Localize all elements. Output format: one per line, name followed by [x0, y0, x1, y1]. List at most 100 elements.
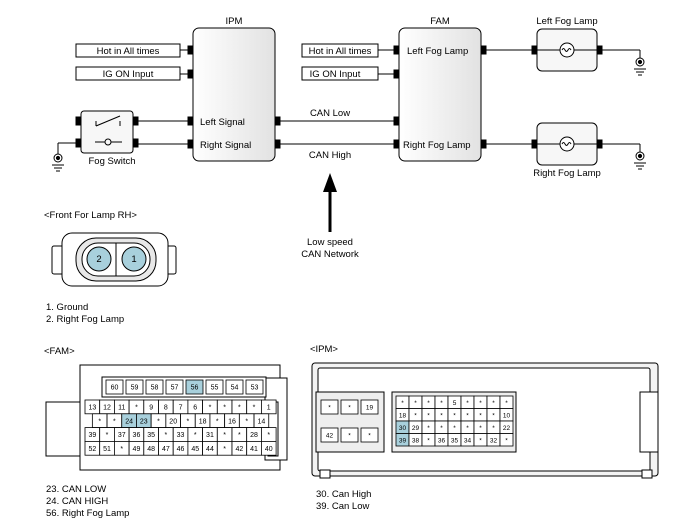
- connector-pin: 46: [172, 440, 189, 456]
- pin-number: *: [106, 432, 109, 439]
- pin-number: *: [98, 418, 101, 425]
- fam-ig-label: IG ON Input: [310, 69, 361, 80]
- connector-pin: *: [231, 427, 248, 442]
- pin-number: 13: [88, 405, 96, 412]
- pin-number: 29: [412, 425, 420, 432]
- pin-number: *: [453, 412, 456, 419]
- connector-pin: 36: [434, 433, 449, 447]
- connector-pin: 57: [165, 379, 184, 395]
- connector-pin: *: [158, 427, 174, 442]
- wiring-labels: IPM FAM Left Fog Lamp Right Fog Lamp Hot…: [89, 16, 601, 260]
- connector-pin: *: [499, 395, 514, 409]
- pin-number: 9: [149, 405, 153, 412]
- connector-pin: 16: [224, 413, 240, 428]
- connector-pin: 18: [395, 408, 410, 422]
- fam-title: FAM: [430, 16, 450, 27]
- connector-pin: *: [216, 440, 233, 456]
- pin-number: *: [479, 400, 482, 407]
- pin-number: 19: [366, 405, 374, 412]
- pin-number: *: [253, 405, 256, 412]
- pin-number: *: [427, 437, 430, 444]
- connector-pin: *: [421, 408, 436, 422]
- pin-number: 5: [453, 400, 457, 407]
- connector-pin: 41: [246, 440, 262, 456]
- pin-number: 39: [88, 432, 96, 439]
- connector-pin: 20: [165, 413, 181, 428]
- pin-number: *: [427, 412, 430, 419]
- fam-hot-label: Hot in All times: [309, 46, 372, 57]
- pin-number: *: [223, 405, 226, 412]
- pin-number: *: [328, 405, 331, 412]
- pin-number: *: [414, 412, 417, 419]
- connector-pin: 59: [125, 379, 144, 395]
- connector-pin: *: [473, 408, 488, 422]
- connector-pin: 44: [202, 440, 218, 456]
- connector-pin: *: [231, 399, 248, 415]
- connector-pin: *: [408, 395, 423, 409]
- fog-switch: [75, 110, 139, 154]
- front-connector: <Front For Lamp RH> 2 1 1. Ground 2. Rig…: [44, 210, 177, 325]
- connector-pin: *: [408, 408, 423, 422]
- connector-pin: 35: [447, 433, 462, 447]
- connector-pin: *: [320, 399, 339, 415]
- can-low-label: CAN Low: [310, 108, 350, 119]
- pin-number: 35: [451, 437, 459, 444]
- pin-number: 18: [399, 412, 407, 419]
- connector-pin: *: [360, 427, 379, 443]
- ipm-ig-label: IG ON Input: [103, 69, 154, 80]
- pin-number: *: [368, 433, 371, 440]
- pin-number: *: [135, 405, 138, 412]
- connector-pin: 37: [114, 427, 130, 442]
- front-connector-title: <Front For Lamp RH>: [44, 210, 137, 221]
- pin-number: 49: [133, 446, 141, 453]
- connector-pin: *: [499, 433, 514, 447]
- connector-pin: 55: [205, 379, 224, 395]
- fam-module: [393, 27, 487, 162]
- pin-number: *: [427, 400, 430, 407]
- pin-number: *: [223, 432, 226, 439]
- connector-pin: *: [421, 433, 436, 447]
- connector-pin: 35: [143, 427, 159, 442]
- connector-pin: *: [447, 408, 462, 422]
- pin-number: 38: [412, 437, 420, 444]
- connector-pin: 39: [395, 433, 410, 447]
- pin-number: *: [238, 432, 241, 439]
- pin-number: 35: [147, 432, 155, 439]
- connector-pin: *: [395, 395, 410, 409]
- pin-number: 51: [103, 446, 111, 453]
- connector-pin: 13: [84, 399, 101, 415]
- connector-pin: 10: [499, 408, 514, 422]
- fam-legend-item: 24. CAN HIGH: [46, 496, 108, 507]
- pin-number: 32: [490, 437, 498, 444]
- connector-pin: 34: [460, 433, 475, 447]
- connector-pin: *: [421, 420, 436, 434]
- connector-pin: 48: [143, 440, 159, 456]
- pin-number: *: [238, 405, 241, 412]
- connector-pin: 31: [202, 427, 218, 442]
- pin-number: *: [505, 437, 508, 444]
- pin-number: 55: [211, 385, 219, 392]
- connector-pin: 24: [121, 413, 137, 428]
- connector-pin: 54: [225, 379, 244, 395]
- pin-number: 33: [177, 432, 185, 439]
- pin-number: 58: [151, 385, 159, 392]
- connector-pin: 39: [84, 427, 101, 442]
- pin-number: 34: [464, 437, 472, 444]
- connector-pin: 1: [260, 399, 277, 415]
- connector-pin: *: [128, 399, 145, 415]
- pin-number: 42: [235, 446, 243, 453]
- pin-number: 47: [162, 446, 170, 453]
- pin-number: 11: [118, 405, 125, 412]
- ipm-legend-item: 39. Can Low: [316, 501, 369, 512]
- connector-pin: 38: [408, 433, 423, 447]
- connector-pin: 32: [486, 433, 501, 447]
- front-legend-item: 2. Right Fog Lamp: [46, 314, 124, 325]
- connector-pin: 56: [185, 379, 204, 395]
- pin-number: *: [113, 418, 116, 425]
- connector-pin: 45: [187, 440, 203, 456]
- connector-pin: 7: [172, 399, 189, 415]
- pin-number: 22: [503, 425, 511, 432]
- network-label-1: Low speed: [307, 237, 353, 248]
- connector-pin: 53: [245, 379, 264, 395]
